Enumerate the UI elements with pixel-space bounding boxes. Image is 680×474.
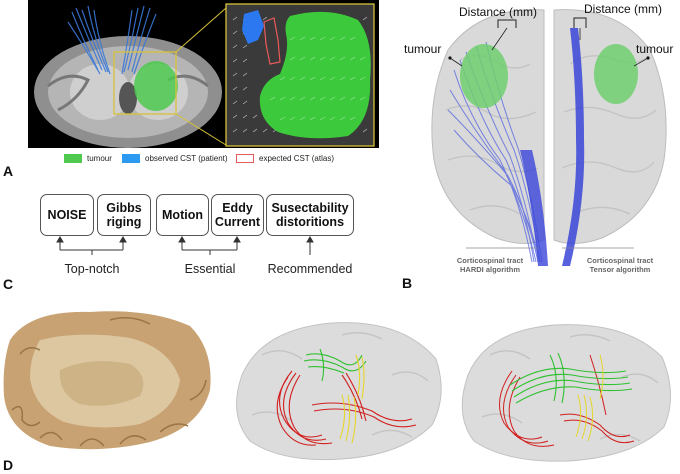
panel-d-dissection-photo <box>0 300 215 460</box>
group-brackets <box>56 236 314 255</box>
legend-label: tumour <box>87 154 112 163</box>
distance-label-right: Distance (mm) <box>584 2 663 16</box>
group-label-top-notch: Top-notch <box>64 262 120 276</box>
panel-a-letter: A <box>3 163 14 179</box>
legend-label: observed CST (patient) <box>145 154 228 163</box>
legend-label: expected CST (atlas) <box>259 154 334 163</box>
artifact-box-susceptibility: Susectability distoritions <box>266 194 354 236</box>
tract-algorithm: HARDI algorithm <box>460 265 520 274</box>
legend-observed-cst: observed CST (patient) <box>122 154 228 163</box>
tumour-label-left: tumour <box>404 42 442 56</box>
panel-b-letter: B <box>402 275 413 291</box>
panel-a-image <box>28 0 379 148</box>
group-label-recommended: Recommended <box>267 262 353 276</box>
group-label-essential: Essential <box>184 262 236 276</box>
observed-cst-swatch <box>122 154 140 163</box>
tumour-label-right: tumour <box>636 42 674 56</box>
panel-d-tractography-left <box>222 315 450 465</box>
artifact-box-noise: NOISE <box>40 194 94 236</box>
panel-b-image <box>420 0 680 280</box>
tumour-swatch <box>64 154 82 163</box>
expected-cst-swatch <box>236 154 254 163</box>
panel-c-letter: C <box>3 276 14 292</box>
artifact-box-gibbs-ringing: Gibbs riging <box>97 194 151 236</box>
tract-title: Corticospinal tract <box>586 256 654 265</box>
panel-d-tractography-right <box>450 315 680 465</box>
tract-label-hardi: Corticospinal tract HARDI algorithm <box>430 256 550 274</box>
panel-d-letter: D <box>3 457 14 473</box>
tract-label-tensor: Corticospinal tract Tensor algorithm <box>560 256 680 274</box>
tract-title: Corticospinal tract <box>456 256 524 265</box>
tract-algorithm: Tensor algorithm <box>589 265 651 274</box>
legend-expected-cst: expected CST (atlas) <box>236 154 334 163</box>
artifact-box-motion: Motion <box>156 194 209 236</box>
artifact-box-eddy-current: Eddy Current <box>211 194 264 236</box>
legend-tumour: tumour <box>64 154 112 163</box>
distance-label-left: Distance (mm) <box>459 5 538 19</box>
